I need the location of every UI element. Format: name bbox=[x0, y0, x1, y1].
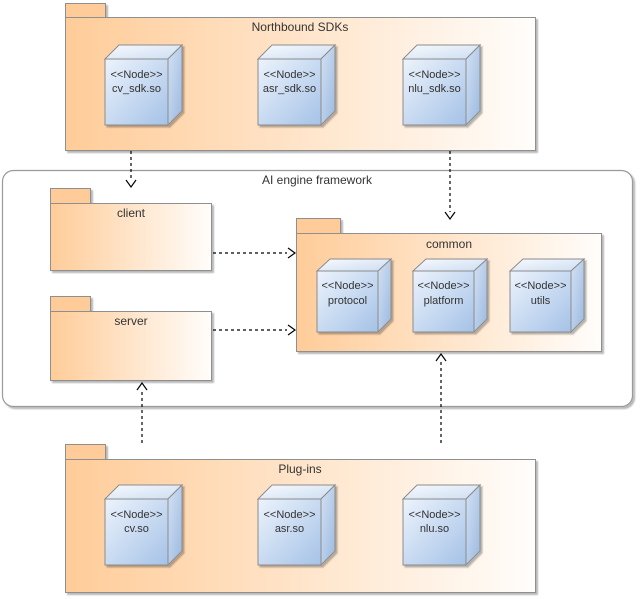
node-asr[interactable]: <<Node>> asr.so bbox=[256, 483, 337, 567]
client-title: client bbox=[117, 206, 146, 220]
node-stereotype: <<Node>> bbox=[409, 69, 461, 81]
node-label: platform bbox=[424, 295, 464, 307]
open-arrowhead-icon bbox=[136, 381, 148, 391]
node-front-face bbox=[257, 58, 322, 126]
plugins-title: Plug-ins bbox=[278, 462, 321, 476]
node-label: protocol bbox=[328, 295, 367, 307]
node-front-face bbox=[257, 498, 322, 566]
open-arrowhead-icon bbox=[125, 179, 137, 189]
node-front-face bbox=[402, 58, 467, 126]
package-server[interactable] bbox=[50, 296, 212, 381]
node-side-face bbox=[570, 257, 585, 334]
node-label: cv_sdk.so bbox=[112, 83, 161, 95]
open-arrowhead-icon bbox=[287, 324, 297, 336]
node-stereotype: <<Node>> bbox=[111, 509, 163, 521]
node-stereotype: <<Node>> bbox=[264, 509, 316, 521]
node-nlu-sdk[interactable]: <<Node>> nlu_sdk.so bbox=[401, 43, 482, 127]
node-side-face bbox=[473, 257, 488, 334]
framework-title: AI engine framework bbox=[262, 173, 373, 187]
node-cv-sdk[interactable]: <<Node>> cv_sdk.so bbox=[103, 43, 184, 127]
edge-nlusdk-to-common[interactable] bbox=[444, 151, 456, 221]
open-arrowhead-icon bbox=[287, 247, 297, 259]
node-protocol[interactable]: <<Node>> protocol bbox=[315, 257, 393, 334]
node-label: asr.so bbox=[275, 523, 304, 535]
node-side-face bbox=[465, 43, 481, 127]
node-stereotype: <<Node>> bbox=[515, 280, 567, 292]
node-asr-sdk[interactable]: <<Node>> asr_sdk.so bbox=[256, 43, 337, 127]
open-arrowhead-icon bbox=[444, 211, 456, 221]
northbound-title: Northbound SDKs bbox=[252, 20, 349, 34]
package-client[interactable] bbox=[50, 188, 212, 271]
node-label: asr_sdk.so bbox=[263, 83, 316, 95]
node-front-face bbox=[402, 498, 467, 566]
node-front-face bbox=[509, 270, 572, 333]
node-utils[interactable]: <<Node>> utils bbox=[508, 257, 586, 334]
node-side-face bbox=[167, 43, 183, 127]
node-side-face bbox=[320, 43, 336, 127]
node-nlu[interactable]: <<Node>> nlu.so bbox=[401, 483, 482, 567]
node-front-face bbox=[104, 58, 169, 126]
node-platform[interactable]: <<Node>> platform bbox=[411, 257, 489, 334]
server-title: server bbox=[114, 314, 147, 328]
node-stereotype: <<Node>> bbox=[264, 69, 316, 81]
edge-cvsdk-to-client[interactable] bbox=[125, 151, 137, 189]
common-title: common bbox=[426, 237, 472, 251]
node-side-face bbox=[320, 483, 336, 567]
edge-client-to-common[interactable] bbox=[213, 247, 297, 259]
node-label: utils bbox=[531, 295, 551, 307]
node-stereotype: <<Node>> bbox=[322, 280, 374, 292]
edge-plugins-to-server[interactable] bbox=[136, 381, 148, 443]
node-cv[interactable]: <<Node>> cv.so bbox=[103, 483, 184, 567]
node-stereotype: <<Node>> bbox=[111, 69, 163, 81]
node-label: cv.so bbox=[124, 523, 149, 535]
open-arrowhead-icon bbox=[435, 352, 447, 362]
edge-plugins-to-common[interactable] bbox=[435, 352, 447, 443]
node-stereotype: <<Node>> bbox=[409, 509, 461, 521]
node-side-face bbox=[377, 257, 392, 334]
node-side-face bbox=[167, 483, 183, 567]
node-side-face bbox=[465, 483, 481, 567]
node-label: nlu_sdk.so bbox=[408, 83, 461, 95]
node-stereotype: <<Node>> bbox=[418, 280, 470, 292]
node-front-face bbox=[104, 498, 169, 566]
edge-server-to-common[interactable] bbox=[213, 324, 297, 336]
node-label: nlu.so bbox=[420, 523, 449, 535]
node-front-face bbox=[316, 270, 379, 333]
node-front-face bbox=[412, 270, 475, 333]
